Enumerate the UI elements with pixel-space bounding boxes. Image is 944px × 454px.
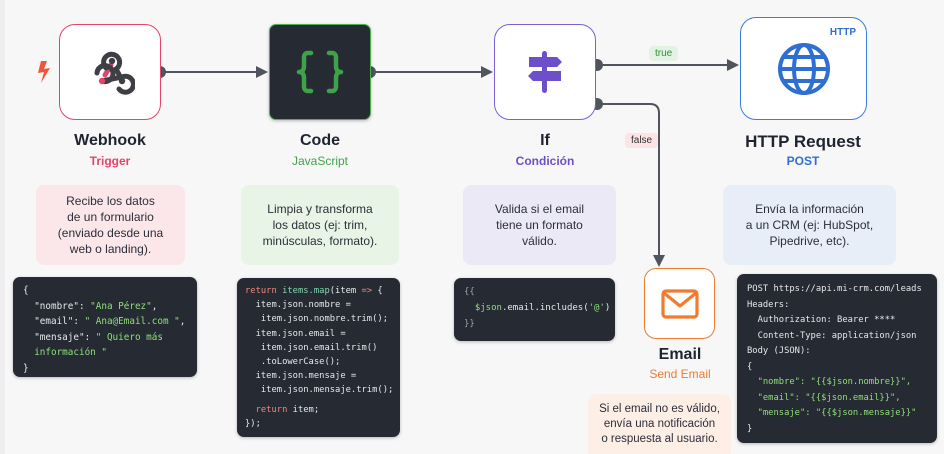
code-line: "email": "{{$json.email}}", (747, 392, 901, 403)
code-title: Code (300, 132, 340, 149)
desc-line: web o landing). (69, 242, 152, 256)
email-description: Si el email no es válido, envía una noti… (588, 394, 731, 454)
if-expression: {{ $json.email.includes('@')}} (454, 278, 615, 341)
code-line: Headers: (747, 299, 790, 310)
code-line: Authorization: Bearer **** (747, 315, 896, 325)
desc-line: o respuesta al usuario. (601, 432, 718, 445)
webhook-title: Webhook (74, 132, 146, 149)
desc-line: Pipedrive, etc). (769, 234, 850, 248)
code-line: item.json.email = (245, 328, 346, 339)
http-tag: HTTP (829, 27, 856, 38)
code-description: Limpia y transforma los datos (ej: trim,… (241, 185, 399, 265)
http-subtitle: POST (786, 154, 820, 168)
code-keyword: return (255, 404, 288, 415)
code-line: POST https://api.mi-crm.com/leads (747, 284, 922, 294)
http-request-node[interactable]: HTTP (740, 17, 867, 120)
envelope-icon (660, 288, 699, 319)
http-description: Envía la información a un CRM (ej: HubSp… (723, 185, 896, 265)
desc-line: Envía la información (755, 202, 864, 216)
code-line: "mensaje": "{{$json.mensaje}}" (747, 408, 917, 418)
email-title: Email (658, 346, 702, 363)
code-line: { (747, 361, 753, 372)
desc-line: envía una notificación (603, 417, 716, 430)
code-line: "mensaje": " Quiero más (23, 331, 163, 343)
desc-line: los datos (ej: trim, (272, 218, 368, 232)
if-node[interactable] (494, 24, 596, 120)
desc-line: de un formulario (67, 210, 154, 224)
code-line: "nombre": "{{$json.nombre}}", (747, 377, 912, 387)
webhook-subtitle: Trigger (89, 154, 131, 168)
code-line: return items.map(item => { (245, 286, 383, 296)
code-string: "Ana Pérez" (90, 300, 152, 312)
code-variable: $json (474, 303, 502, 313)
email-node[interactable] (644, 268, 715, 339)
code-string: '@' (588, 303, 605, 313)
lightning-bolt-icon (38, 61, 50, 83)
code-snippet: return items.map(item => { item.json.nom… (237, 278, 400, 437)
arrow-into-code (256, 66, 268, 78)
wire-if-email-false (597, 103, 660, 258)
code-subtitle: JavaScript (291, 154, 349, 168)
desc-line: a un CRM (ej: HubSpot, (745, 218, 874, 232)
desc-line: tiene un formato (496, 218, 583, 232)
curly-braces-icon (296, 50, 344, 94)
code-keyword: return (245, 286, 277, 296)
desc-line: minúsculas, formato). (262, 234, 378, 248)
arrow-into-email (653, 255, 665, 267)
code-line: Content-Type: application/json (747, 330, 917, 341)
code-method: items.map (282, 286, 330, 296)
webhook-sample-payload: { "nombre": "Ana Pérez", "email": " Ana@… (13, 277, 197, 377)
code-string: " Quiero más (95, 331, 163, 343)
code-line: item.json.email.trim() (245, 342, 378, 353)
code-line: return item; (255, 404, 320, 415)
desc-line: Valida si el email (494, 202, 585, 216)
code-line: item.json.nombre.trim(); (245, 314, 388, 325)
desc-line: Si el email no es válido, (599, 402, 720, 415)
if-description: Valida si el email tiene un formato váli… (463, 185, 616, 265)
code-line: item.json.mensaje.trim(); (245, 385, 394, 396)
if-subtitle: Condición (515, 154, 575, 168)
code-operator: => (361, 286, 373, 296)
if-title: If (540, 132, 550, 149)
code-string: " Ana@Email.com " (84, 316, 180, 327)
canvas-edge (0, 0, 5, 454)
code-line: $json.email.includes('@') (474, 303, 611, 313)
email-subtitle: Send Email (649, 367, 711, 381)
signpost-icon (528, 51, 562, 93)
code-line: }} (464, 319, 475, 329)
desc-line: válido. (522, 234, 557, 248)
code-line: Body (JSON): (747, 346, 811, 356)
code-line: información " (23, 347, 107, 358)
code-node[interactable] (269, 24, 371, 120)
code-line: { (23, 285, 29, 296)
code-line: } (23, 362, 29, 374)
code-line: item.json.mensaje = (245, 371, 357, 382)
code-line: } (747, 423, 753, 434)
globe-icon (777, 42, 830, 95)
arrow-into-if (481, 66, 493, 78)
code-line: }); (245, 418, 261, 429)
true-branch-label: true (649, 46, 679, 61)
false-branch-label: false (625, 133, 659, 148)
code-line: "email": " Ana@Email.com ", (23, 316, 186, 327)
code-line: "nombre": "Ana Pérez", (23, 300, 158, 312)
desc-line: Limpia y transforma (267, 202, 373, 216)
code-line: item.json.nombre = (245, 300, 351, 311)
webhook-icon (94, 51, 135, 95)
desc-line: (enviado desde una (57, 226, 164, 240)
desc-line: Recibe los datos (66, 194, 155, 208)
arrow-into-http (727, 59, 739, 71)
webhook-node[interactable] (59, 24, 161, 120)
code-line: {{ (464, 287, 475, 297)
code-line: .toLowerCase(); (245, 357, 341, 368)
http-title: HTTP Request (745, 132, 861, 151)
webhook-description: Recibe los datos de un formulario (envia… (36, 185, 185, 265)
